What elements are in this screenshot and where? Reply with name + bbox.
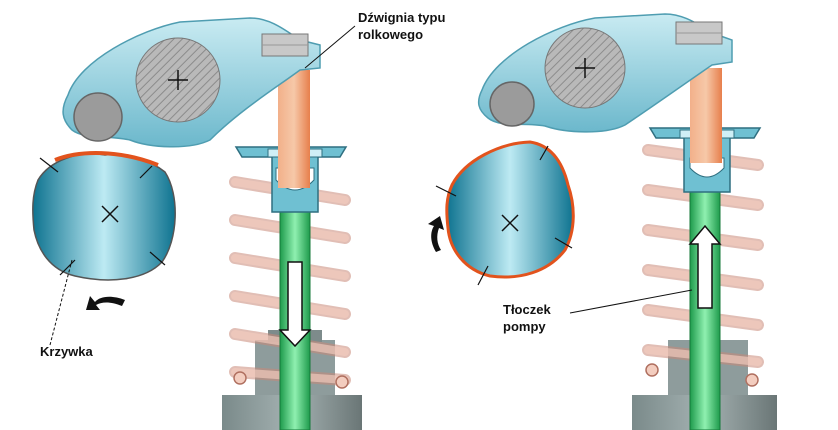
- leader-line-plunger: [569, 289, 693, 314]
- down-arrow-icon: [278, 261, 312, 348]
- label-plunger-line2: pompy: [503, 319, 546, 334]
- up-arrow-icon: [688, 224, 722, 309]
- rotation-arrow-icon-right: [428, 216, 444, 252]
- roller-rocker-lever-left: [62, 17, 321, 148]
- push-rod-right: [690, 68, 722, 163]
- label-cam: Krzywka: [40, 344, 94, 359]
- left-assembly: [32, 17, 362, 430]
- roller-rocker-lever-right: [477, 13, 733, 133]
- lever-roller-left: [73, 92, 123, 142]
- label-roller-lever: Dźwignia typu rolkowego: [358, 10, 449, 42]
- cam-left: [32, 151, 176, 281]
- label-plunger-line1: Tłoczek: [503, 302, 551, 317]
- right-assembly: [428, 13, 777, 430]
- lever-roller-right: [489, 81, 535, 127]
- cam-right: [435, 140, 575, 286]
- label-plunger: Tłoczek pompy: [503, 302, 554, 334]
- leader-line-lever: [304, 25, 356, 69]
- label-roller-lever-line1: Dźwignia typu: [358, 10, 445, 25]
- label-roller-lever-line2: rolkowego: [358, 27, 423, 42]
- rotation-arrow-icon-left: [86, 296, 125, 310]
- push-rod-left: [278, 70, 310, 188]
